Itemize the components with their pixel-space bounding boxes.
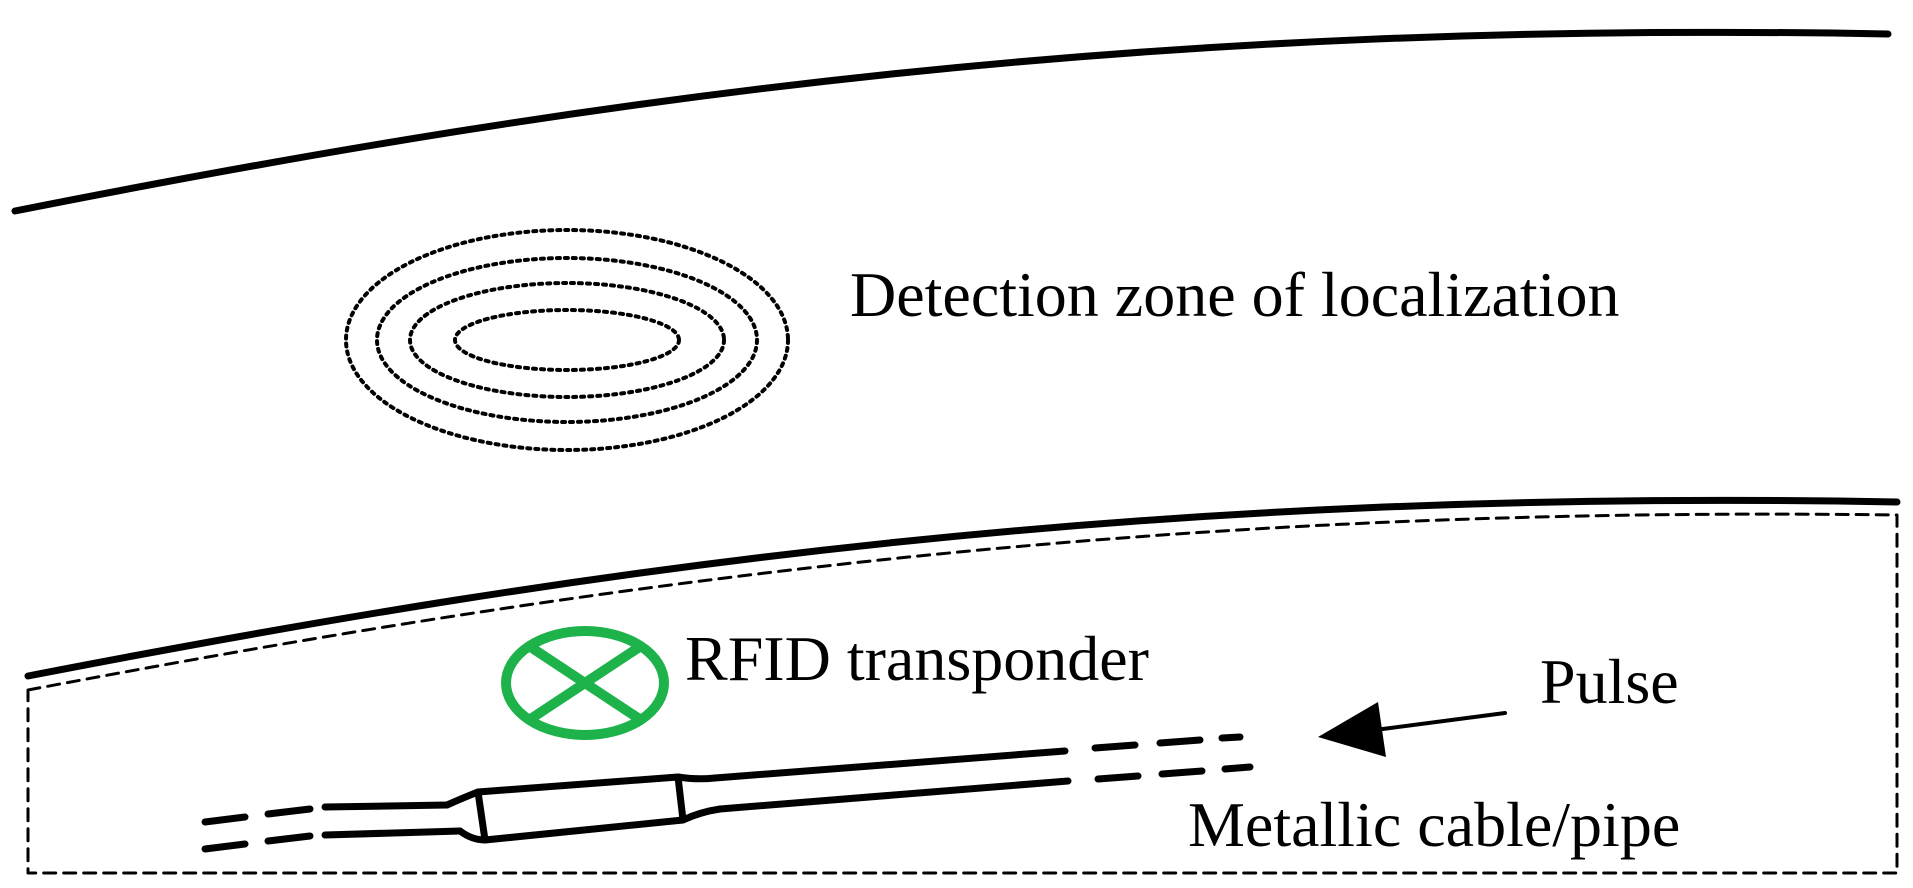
surface-line bbox=[11, 28, 1892, 215]
detection-ring-middle bbox=[375, 256, 759, 424]
underground-region bbox=[26, 512, 1899, 875]
arrow-left-icon bbox=[1318, 702, 1386, 757]
ground-boundary-line bbox=[24, 496, 1901, 680]
detection-ring-outer bbox=[344, 228, 790, 452]
metallic-cable-label: Metallic cable/pipe bbox=[1188, 789, 1680, 860]
detection-zone-label: Detection zone of localization bbox=[850, 259, 1619, 330]
pulse-label: Pulse bbox=[1540, 646, 1679, 717]
detection-ring-inner-2 bbox=[408, 281, 726, 399]
pulse-arrow-shaft bbox=[1373, 711, 1507, 732]
rfid-transponder-label: RFID transponder bbox=[685, 623, 1149, 694]
metallic-cable bbox=[201, 733, 1254, 853]
detection-zone bbox=[344, 228, 790, 452]
circle-cross-icon bbox=[501, 626, 669, 740]
detection-ring-inner bbox=[453, 308, 681, 372]
